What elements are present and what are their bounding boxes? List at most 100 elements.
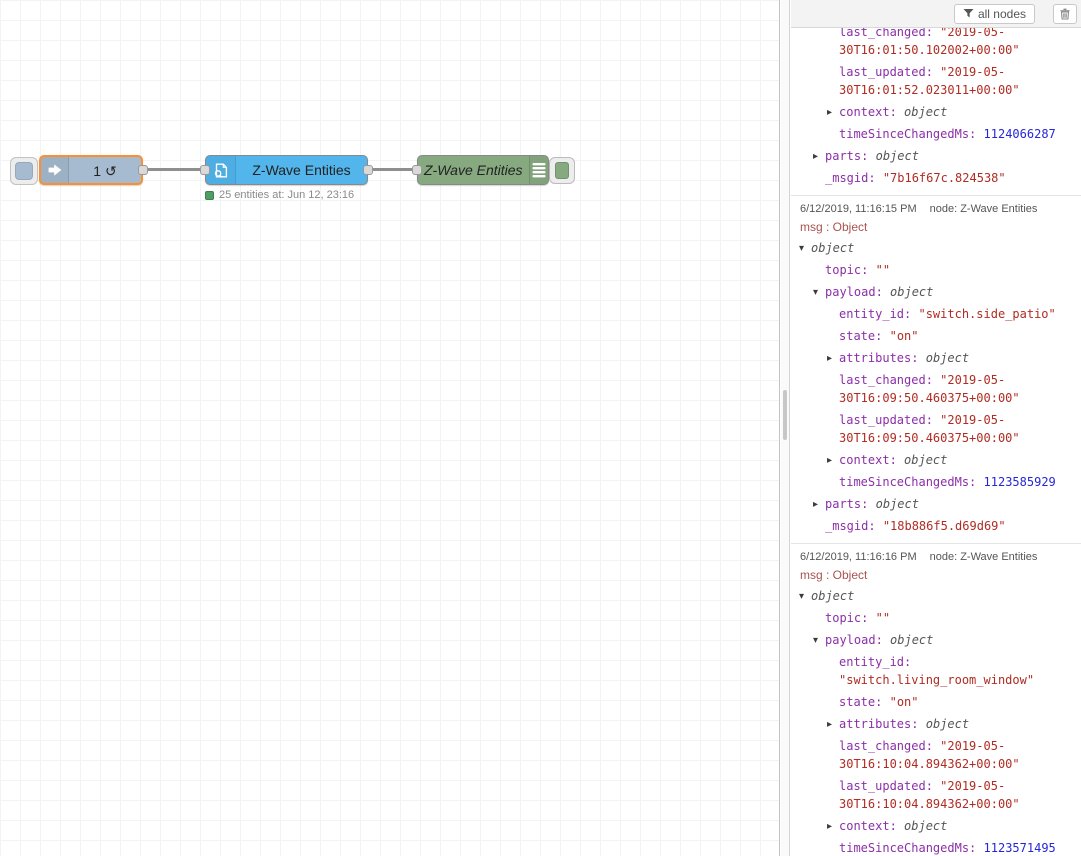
- debug-key: timeSinceChangedMs:: [839, 475, 976, 489]
- inject-trigger-button[interactable]: [10, 157, 38, 185]
- collapse-arrow-icon[interactable]: ▾: [813, 632, 818, 650]
- debug-key: timeSinceChangedMs:: [839, 127, 976, 141]
- debug-timestamp: 6/12/2019, 11:16:15 PM: [800, 203, 917, 215]
- debug-key: context:: [839, 819, 897, 833]
- collapse-arrow-icon[interactable]: ▾: [799, 588, 804, 606]
- debug-row: ▾ object: [791, 237, 1081, 259]
- wire-inject-to-entities[interactable]: [146, 168, 208, 171]
- debug-key: state:: [839, 329, 882, 343]
- inject-trigger-button-inner[interactable]: [15, 162, 33, 180]
- expand-arrow-icon[interactable]: ▸: [827, 716, 832, 734]
- debug-key: parts:: [825, 149, 868, 163]
- debug-key: entity_id:: [839, 307, 911, 321]
- debug-message: last_changed: "2019-05-30T16:01:50.10200…: [791, 28, 1081, 196]
- debug-key: state:: [839, 695, 882, 709]
- debug-msg-type: msg : Object: [791, 566, 1081, 585]
- get-entities-node[interactable]: Z-Wave Entities: [205, 155, 368, 185]
- flow-canvas[interactable]: 1 ↺ Z-Wave Entities 25 entities at: Jun …: [0, 0, 780, 856]
- debug-node[interactable]: Z-Wave Entities: [417, 155, 549, 185]
- debug-value: object: [811, 241, 854, 255]
- debug-value: 1123585929: [984, 475, 1056, 489]
- debug-row: last_changed: "2019-05-30T16:09:50.46037…: [791, 369, 1081, 409]
- debug-value: "switch.living_room_window": [839, 673, 1034, 687]
- expand-arrow-icon[interactable]: ▸: [827, 104, 832, 122]
- entities-input-port[interactable]: [200, 165, 210, 175]
- debug-row: last_changed: "2019-05-30T16:01:50.10200…: [791, 28, 1081, 61]
- debug-value: object: [926, 717, 969, 731]
- canvas-scrollbar-track[interactable]: [781, 0, 790, 856]
- node-status-text: 25 entities at: Jun 12, 23:16: [219, 189, 354, 201]
- debug-row: ▾ payload: object: [791, 629, 1081, 651]
- debug-row: entity_id: "switch.side_patio": [791, 303, 1081, 325]
- expand-arrow-icon[interactable]: ▸: [813, 496, 818, 514]
- debug-value: object: [890, 633, 933, 647]
- debug-value: "7b16f67c.824538": [883, 171, 1006, 185]
- expand-arrow-icon[interactable]: ▸: [827, 818, 832, 836]
- debug-source-node: node: Z-Wave Entities: [930, 203, 1038, 215]
- debug-key: payload:: [825, 633, 883, 647]
- debug-key: timeSinceChangedMs:: [839, 841, 976, 855]
- debug-key: attributes:: [839, 351, 918, 365]
- debug-key: parts:: [825, 497, 868, 511]
- debug-value: object: [876, 149, 919, 163]
- debug-source-node: node: Z-Wave Entities: [930, 551, 1038, 563]
- inject-node-label: 1 ↺: [69, 157, 141, 183]
- inject-node[interactable]: 1 ↺: [39, 155, 143, 185]
- collapse-arrow-icon[interactable]: ▾: [799, 240, 804, 258]
- debug-row: entity_id: "switch.living_room_window": [791, 651, 1081, 691]
- entities-output-port[interactable]: [363, 165, 373, 175]
- collapse-arrow-icon[interactable]: ▾: [813, 284, 818, 302]
- debug-key: last_changed:: [839, 373, 933, 387]
- debug-value: object: [904, 819, 947, 833]
- debug-value: "switch.side_patio": [918, 307, 1055, 321]
- debug-row: state: "on": [791, 691, 1081, 713]
- debug-timestamp: 6/12/2019, 11:16:16 PM: [800, 551, 917, 563]
- debug-row: ▸ attributes: object: [791, 713, 1081, 735]
- expand-arrow-icon[interactable]: ▸: [813, 148, 818, 166]
- debug-row: ▸ parts: object: [791, 493, 1081, 515]
- inject-output-port[interactable]: [138, 165, 148, 175]
- canvas-scrollbar-thumb[interactable]: [783, 390, 787, 440]
- debug-filter-button[interactable]: all nodes: [954, 4, 1035, 24]
- debug-row: timeSinceChangedMs: 1123571495: [791, 837, 1081, 856]
- node-status: 25 entities at: Jun 12, 23:16: [205, 189, 354, 201]
- debug-key: topic:: [825, 263, 868, 277]
- debug-value: object: [876, 497, 919, 511]
- debug-clear-button[interactable]: [1053, 4, 1077, 24]
- debug-input-port[interactable]: [412, 165, 422, 175]
- debug-key: last_updated:: [839, 65, 933, 79]
- debug-value: object: [904, 105, 947, 119]
- debug-row: last_updated: "2019-05-30T16:01:52.02301…: [791, 61, 1081, 101]
- debug-row: topic: "": [791, 607, 1081, 629]
- debug-value: object: [904, 453, 947, 467]
- debug-message-list[interactable]: last_changed: "2019-05-30T16:01:50.10200…: [791, 28, 1081, 856]
- debug-row: _msgid: "7b16f67c.824538": [791, 167, 1081, 189]
- debug-message-header: 6/12/2019, 11:16:15 PM node: Z-Wave Entit…: [791, 202, 1081, 218]
- debug-key: last_changed:: [839, 28, 933, 39]
- inject-icon-region: [41, 157, 69, 183]
- debug-toggle-button[interactable]: [549, 157, 575, 184]
- debug-value: object: [811, 589, 854, 603]
- debug-msg-type: msg : Object: [791, 218, 1081, 237]
- expand-arrow-icon[interactable]: ▸: [827, 452, 832, 470]
- debug-message-header: 6/12/2019, 11:16:16 PM node: Z-Wave Entit…: [791, 550, 1081, 566]
- debug-row: last_updated: "2019-05-30T16:09:50.46037…: [791, 409, 1081, 449]
- debug-row: topic: "": [791, 259, 1081, 281]
- debug-key: attributes:: [839, 717, 918, 731]
- funnel-icon: [963, 8, 974, 19]
- debug-message: 6/12/2019, 11:16:15 PM node: Z-Wave Entit…: [791, 196, 1081, 544]
- debug-node-label: Z-Wave Entities: [418, 156, 529, 184]
- document-search-icon: [212, 161, 230, 180]
- debug-key: payload:: [825, 285, 883, 299]
- debug-row: ▸context: object: [791, 101, 1081, 123]
- inject-arrow-icon: [47, 162, 63, 178]
- debug-value: "on": [890, 695, 919, 709]
- debug-key: topic:: [825, 611, 868, 625]
- debug-value: "": [876, 263, 890, 277]
- debug-row: ▸ context: object: [791, 815, 1081, 837]
- expand-arrow-icon[interactable]: ▸: [827, 350, 832, 368]
- debug-row: ▸ parts: object: [791, 145, 1081, 167]
- debug-toggle-button-inner[interactable]: [555, 162, 569, 179]
- debug-value: object: [926, 351, 969, 365]
- debug-row: timeSinceChangedMs: 1123585929: [791, 471, 1081, 493]
